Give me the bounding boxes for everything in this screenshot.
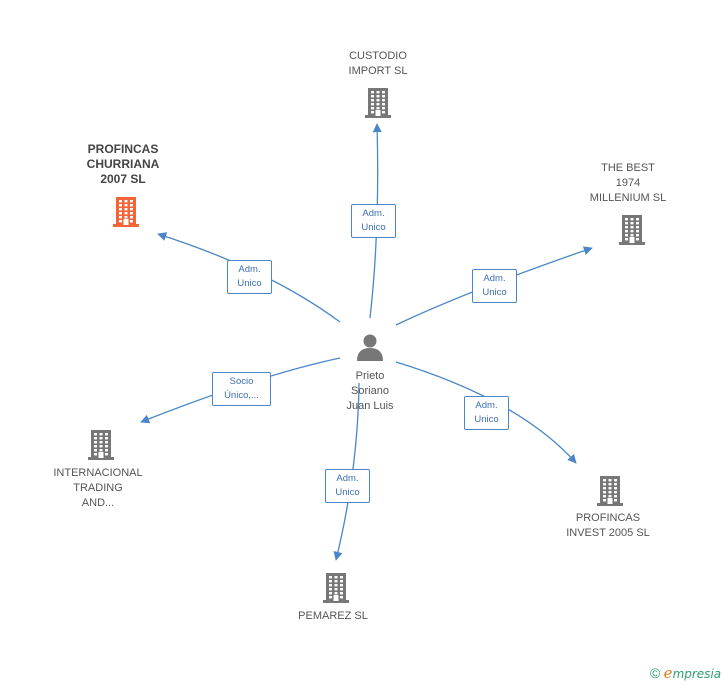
company-node-internacional[interactable]	[86, 428, 116, 465]
center-person-name[interactable]: Prieto Soriano Juan Luis	[346, 370, 394, 412]
company-node-pemarez[interactable]	[321, 571, 351, 608]
copyright-footer: © empresia	[650, 664, 721, 682]
relation-label-profincas-invest[interactable]: Adm. Unico	[464, 396, 509, 430]
company-label-internacional[interactable]: INTERNACIONAL TRADING AND...	[53, 467, 143, 509]
company-label-profincas-invest[interactable]: PROFINCAS INVEST 2005 SL	[566, 512, 650, 539]
company-label-the-best[interactable]: THE BEST 1974 MILLENIUM SL	[589, 162, 667, 204]
company-node-profincas-churriana[interactable]	[111, 195, 141, 232]
brand-logo-text: mpresia	[672, 667, 722, 681]
company-label-pemarez[interactable]: PEMAREZ SL	[298, 610, 368, 622]
relation-label-internacional[interactable]: Socio Único,...	[212, 372, 271, 406]
company-label-profincas-churriana[interactable]: PROFINCAS CHURRIANA 2007 SL	[86, 142, 160, 186]
copyright-symbol: ©	[650, 665, 661, 681]
center-person-node[interactable]	[355, 333, 385, 366]
relation-label-custodio[interactable]: Adm. Unico	[351, 204, 396, 238]
building-icon	[113, 197, 139, 227]
building-icon	[597, 476, 623, 506]
company-node-the-best[interactable]	[617, 213, 647, 250]
building-icon	[323, 573, 349, 603]
relation-label-the-best[interactable]: Adm. Unico	[472, 269, 517, 303]
building-icon	[88, 430, 114, 460]
brand-logo-initial: e	[663, 664, 673, 682]
relation-label-pemarez[interactable]: Adm. Unico	[325, 469, 370, 503]
company-label-custodio[interactable]: CUSTODIO IMPORT SL	[348, 50, 408, 77]
person-icon	[357, 334, 383, 361]
building-icon	[365, 88, 391, 118]
company-node-custodio[interactable]	[363, 86, 393, 123]
building-icon	[619, 215, 645, 245]
company-node-profincas-invest[interactable]	[595, 474, 625, 511]
relation-label-profincas-churriana[interactable]: Adm. Unico	[227, 260, 272, 294]
